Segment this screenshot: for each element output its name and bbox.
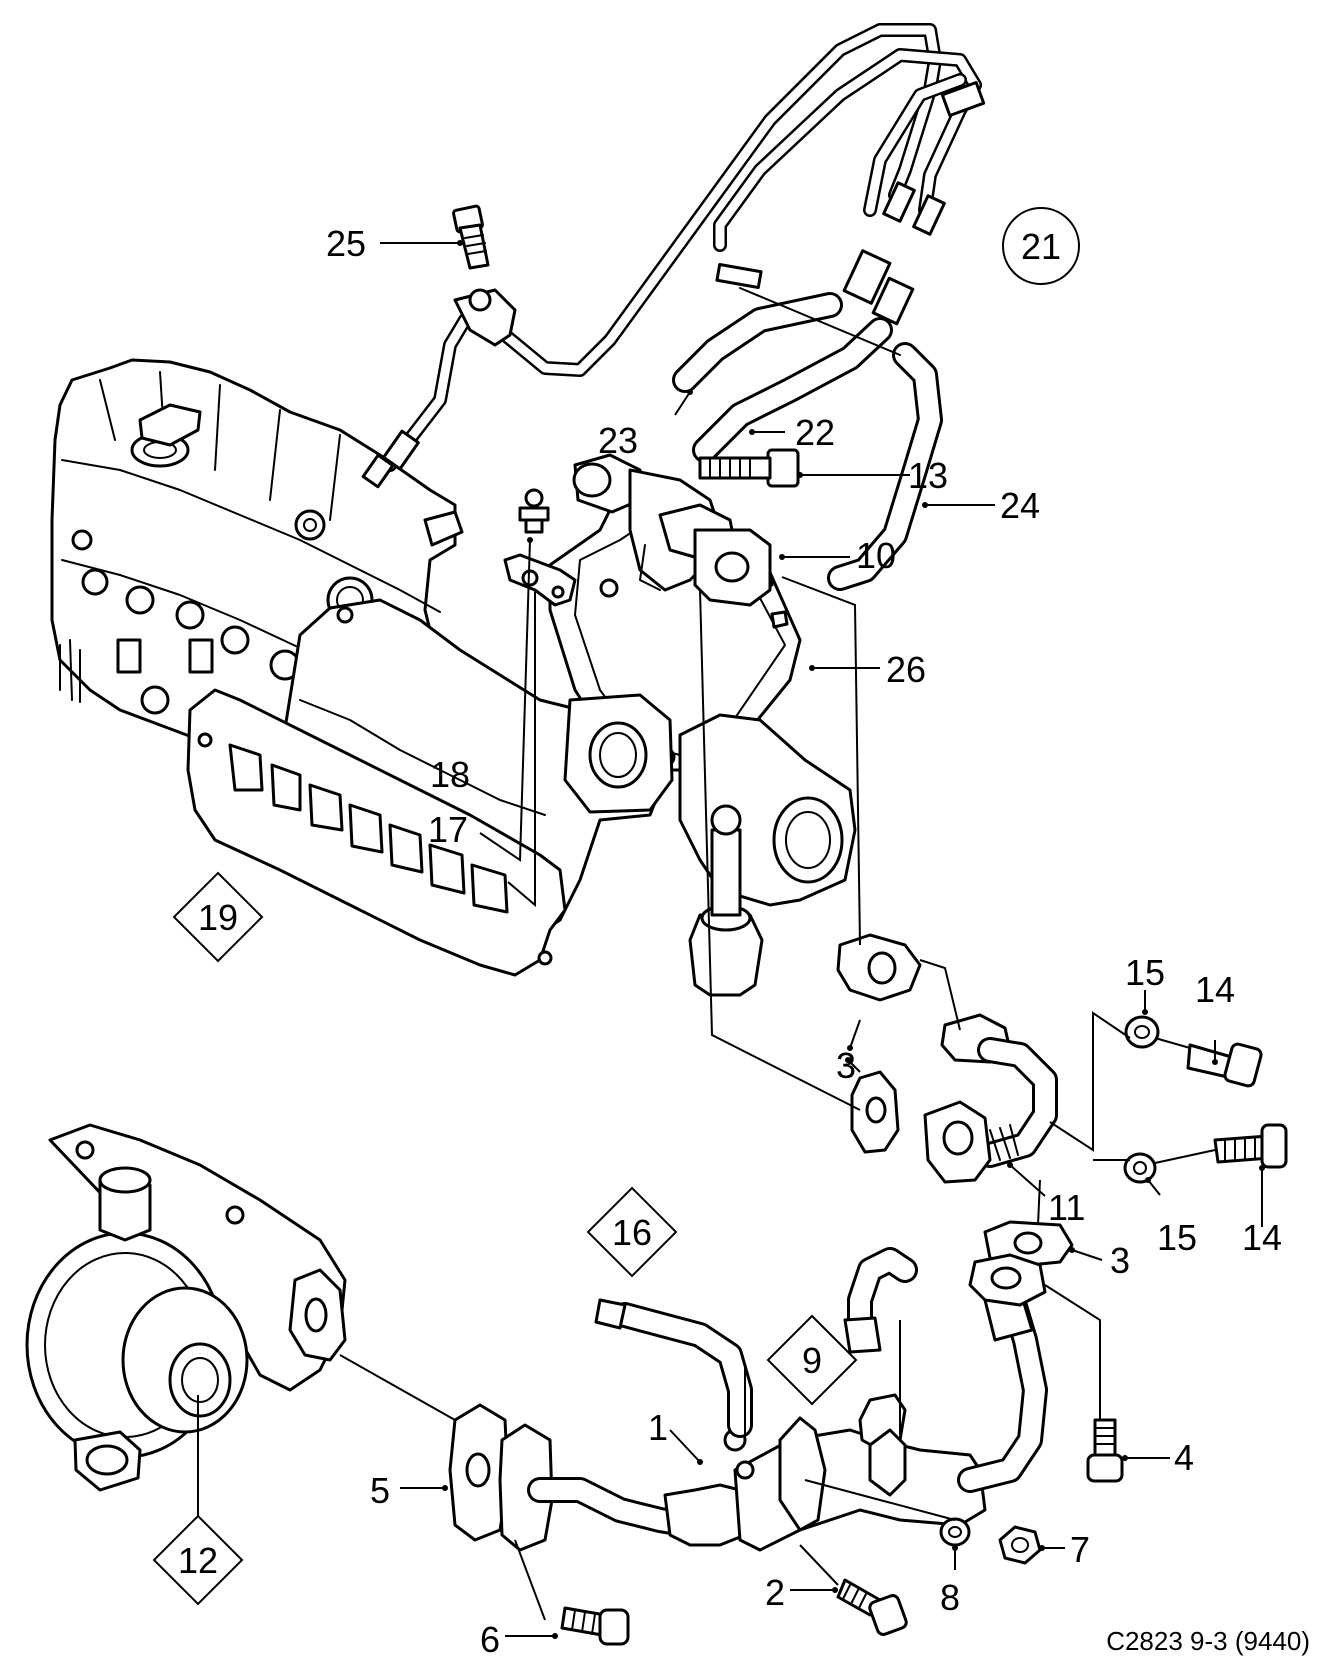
callout-13: 13 <box>908 455 948 496</box>
callout-18: 18 <box>430 754 470 795</box>
egr-pipe-11 <box>923 1013 1058 1184</box>
washer-15-lower <box>1123 1152 1157 1184</box>
turbocharger-12 <box>25 1123 347 1492</box>
hose-24 <box>827 342 943 591</box>
bolt-25 <box>452 204 490 270</box>
bolt-18 <box>518 488 550 534</box>
turbo-gasket <box>288 1268 347 1362</box>
callout-19-diamond: 19 <box>172 871 264 963</box>
callout-10: 10 <box>856 535 896 576</box>
callout-21: 21 <box>1021 226 1061 267</box>
callout-7: 7 <box>1070 1529 1090 1570</box>
callout-24: 24 <box>1000 485 1040 526</box>
callout-19: 19 <box>198 897 238 938</box>
bolt-13 <box>698 448 800 488</box>
callout-15-upper: 15 <box>1125 952 1165 993</box>
diagram-caption: C2823 9-3 (9440) <box>1106 1626 1310 1656</box>
callout-12-diamond: 12 <box>152 1514 244 1606</box>
callout-9-diamond: 9 <box>766 1314 858 1406</box>
callout-9: 9 <box>802 1340 822 1381</box>
callout-1: 1 <box>648 1407 668 1448</box>
callout-labels: 25 23 22 24 26 18 17 13 10 3 15 14 11 15… <box>326 223 1282 1660</box>
callout-3-lower: 3 <box>1110 1240 1130 1281</box>
callout-4: 4 <box>1174 1437 1194 1478</box>
callout-2: 2 <box>765 1572 785 1613</box>
callout-14-lower: 14 <box>1242 1217 1282 1258</box>
nut-7 <box>998 1525 1042 1565</box>
callout-23: 23 <box>598 420 638 461</box>
callout-22: 22 <box>795 412 835 453</box>
throttle-body-16 <box>678 713 857 997</box>
hose-22 <box>692 317 893 463</box>
gasket-3-middle <box>850 1070 900 1154</box>
hose-9-left <box>594 1298 753 1438</box>
callout-5: 5 <box>370 1470 390 1511</box>
callout-26: 26 <box>886 649 926 690</box>
callout-6: 6 <box>480 1619 500 1660</box>
leader-lines <box>197 240 1265 1639</box>
egr-valve-10 <box>572 453 772 607</box>
bolt-14-upper <box>1186 1042 1263 1088</box>
washer-15-upper <box>1124 1015 1160 1049</box>
callout-21-circle: 21 <box>1002 207 1080 285</box>
callout-12: 12 <box>178 1540 218 1581</box>
callout-8: 8 <box>940 1577 960 1618</box>
bolt-4 <box>1086 1418 1124 1483</box>
callout-15-lower: 15 <box>1157 1217 1197 1258</box>
callout-3-upper: 3 <box>836 1045 856 1086</box>
hose-23 <box>672 292 843 393</box>
bolt-6 <box>560 1606 630 1646</box>
intake-manifold-19 <box>186 598 674 977</box>
callout-16: 16 <box>612 1212 652 1253</box>
callout-11: 11 <box>1048 1187 1085 1228</box>
bolt-2 <box>836 1578 908 1636</box>
washer-8 <box>939 1517 971 1547</box>
callout-14-upper: 14 <box>1195 969 1235 1010</box>
bolt-14-lower <box>1213 1123 1288 1169</box>
callout-16-diamond: 16 <box>586 1186 678 1278</box>
gasket-3-upper <box>836 933 922 1002</box>
hose-9-right <box>843 1247 918 1354</box>
callout-25: 25 <box>326 223 366 264</box>
pipe-link-line <box>739 287 901 356</box>
pipe-assembly-21 <box>361 23 986 489</box>
exhaust-pipe-1 <box>448 1253 1048 1552</box>
callout-17: 17 <box>428 809 468 850</box>
